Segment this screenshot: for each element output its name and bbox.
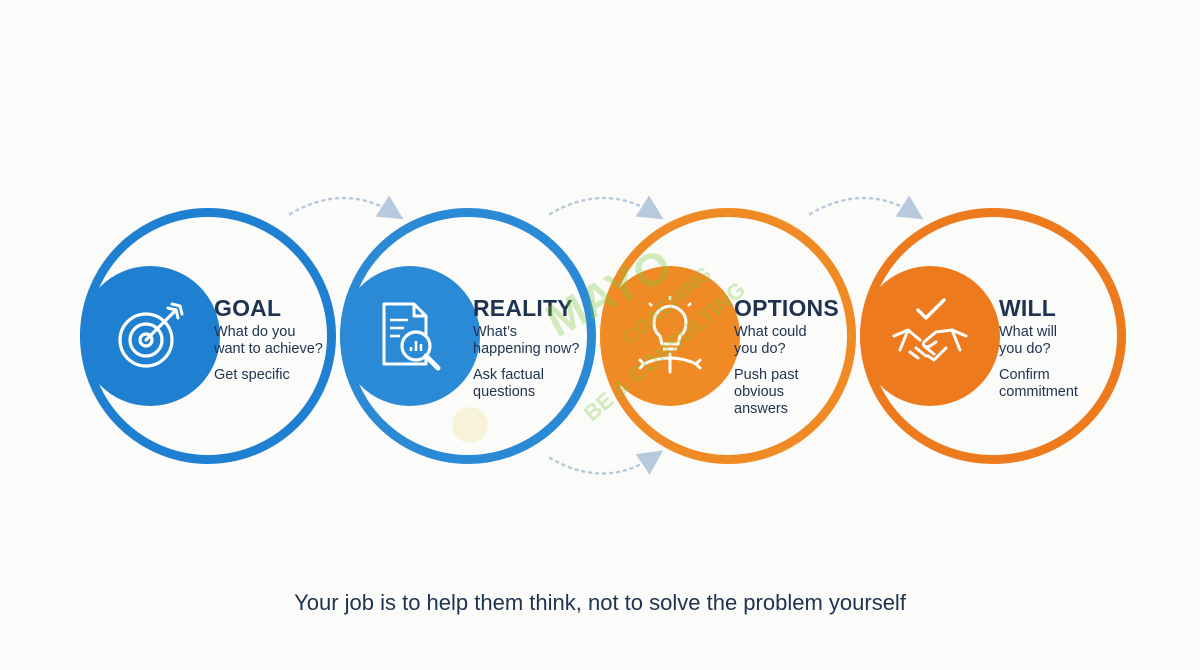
stage-tip: Get specific	[214, 367, 290, 383]
stage-title: WILL	[999, 295, 1056, 321]
stage-title: REALITY	[473, 295, 573, 321]
stage-icon-disc	[80, 266, 220, 406]
top-arrow-goal-reality	[288, 195, 404, 220]
stage-text: GOAL What do you want to achieve? Get sp…	[214, 294, 354, 384]
stage-goal: GOAL What do you want to achieve? Get sp…	[80, 208, 340, 464]
footer-caption: Your job is to help them think, not to s…	[294, 590, 906, 615]
stage-reality: REALITY What’s happening now? Ask factua…	[340, 208, 600, 464]
stage-will: WILL What will you do? Confirm commitmen…	[860, 208, 1130, 464]
lightbulb-arrows-icon	[638, 296, 702, 374]
stage-text: REALITY What’s happening now? Ask factua…	[473, 294, 613, 401]
stage-title: GOAL	[214, 295, 282, 321]
stage-tip: Ask factual questions	[473, 367, 544, 400]
stage-icon-disc	[860, 266, 1000, 406]
top-arrow-reality-options	[548, 195, 664, 220]
handshake-check-icon	[892, 298, 968, 362]
target-icon	[118, 302, 184, 368]
stage-question: What will you do?	[999, 324, 1058, 357]
stage-tip: Push past obvious answers	[734, 367, 799, 417]
stage-question: What could you do?	[734, 324, 807, 357]
stage-tip: Confirm commitment	[999, 367, 1078, 400]
bottom-arrow-reality-options	[548, 450, 664, 475]
top-arrow-options-will	[808, 195, 924, 220]
stage-text: OPTIONS What could you do? Push past obv…	[734, 294, 874, 418]
stage-icon-disc	[340, 266, 480, 406]
stage-title: OPTIONS	[734, 295, 839, 321]
stage-text: WILL What will you do? Confirm commitmen…	[999, 294, 1139, 401]
stage-icon-disc	[600, 266, 740, 406]
magnifier-document-icon	[382, 302, 441, 371]
stage-question: What’s happening now?	[473, 324, 580, 357]
stage-question: What do you want to achieve?	[214, 324, 323, 357]
stage-options: OPTIONS What could you do? Push past obv…	[600, 208, 860, 464]
